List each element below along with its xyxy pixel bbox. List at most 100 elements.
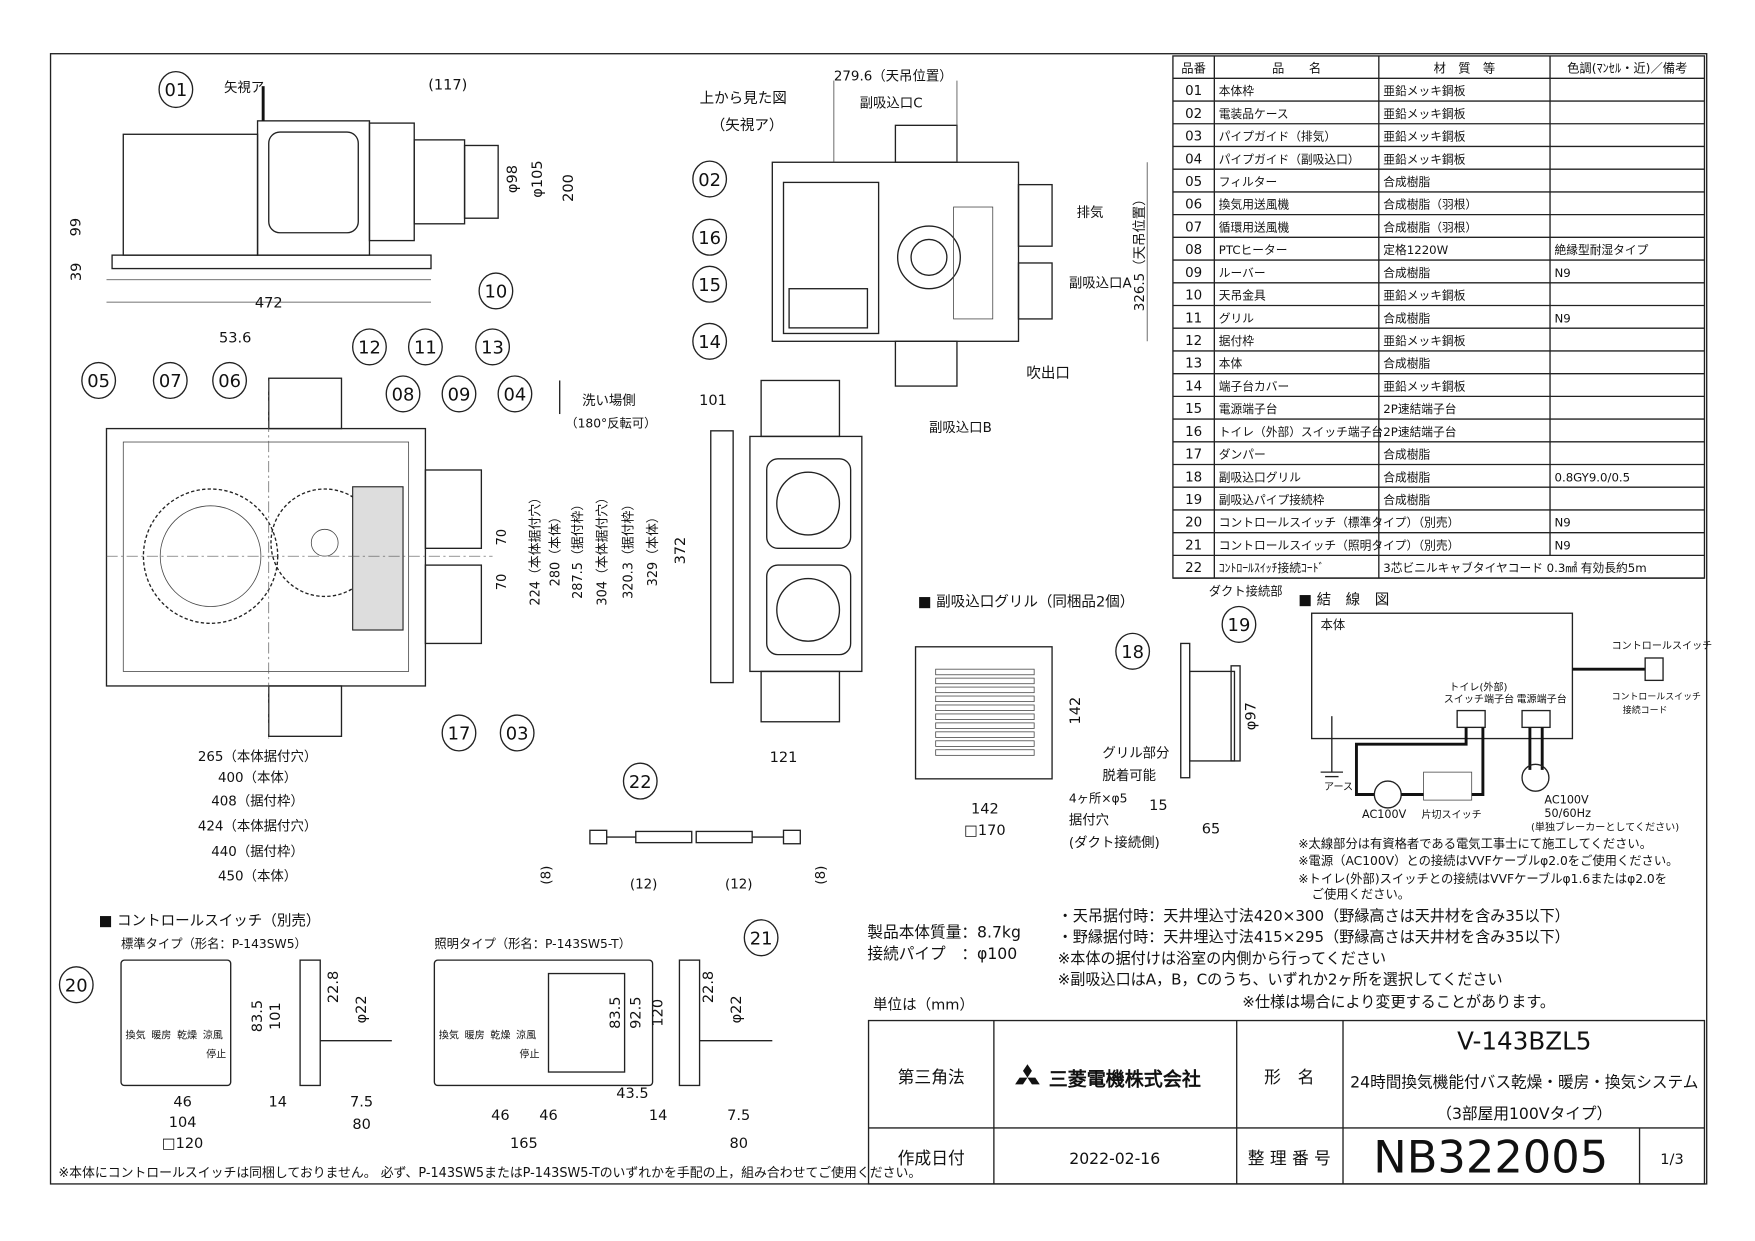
annotation-text: 吹出口 [1026,365,1070,382]
wiring-label: トイレ(外部) [1449,680,1507,693]
callout-bubble [497,375,533,413]
annotation-text: （矢視ア） [711,117,784,134]
dimension: 39 [69,263,85,281]
control-switch-title: ■ コントロールスイッチ（別売） [99,912,321,929]
switch-button-label: 停止 [519,1047,539,1060]
unit-label: 単位は（mm） [873,996,974,1013]
dimension: 92.5 [628,997,644,1029]
callout-bubble [81,361,117,400]
part-name: 端子台カバー [1219,379,1289,393]
model-number: V-143BZL5 [1457,1027,1591,1056]
part-number: 19 [1185,493,1202,508]
switch-button-label: 涼風 [516,1028,536,1041]
part-number: 11 [1185,311,1202,326]
part-name: 本体 [1219,357,1243,371]
date-value: 2022-02-16 [1069,1149,1160,1168]
switch-button-label: 暖房 [465,1028,485,1041]
dimension: 15 [1149,798,1168,814]
part-name: 換気用送風機 [1219,198,1290,212]
part-name: ダンパー [1219,448,1266,462]
dimension: 43.5 [616,1086,648,1102]
part-material: 2P速結端子台 [1383,402,1456,416]
wiring-note: ※太線部分は有資格者である電気工事士にて施工してください。 [1298,836,1652,851]
dimension: 280（本体） [549,510,564,586]
callout-number: 16 [698,228,721,249]
switch-button-label: 停止 [206,1047,226,1060]
dimension: 7.5 [727,1108,750,1124]
annotation-text: ダクト接続部 [1209,583,1283,598]
part-material: 亜鉛メッキ鋼板 [1383,334,1465,348]
title-block [867,1019,1706,1185]
callout-bubble [475,328,511,366]
part-material: 合成樹脂 [1383,357,1430,371]
callout-bubble [407,328,443,366]
part-material: 合成樹脂（羽根） [1383,198,1477,212]
annotation-text: 据付穴 [1069,813,1109,829]
annotation-text: 脱着可能 [1102,767,1156,784]
dimension: 400（本体） [218,770,297,786]
callout-bubble [692,218,728,256]
annotation-text: 副吸込口B [929,420,992,436]
model-label: 形 名 [1264,1067,1314,1087]
dimension: 70 [495,529,510,545]
callout-number: 09 [448,385,471,406]
dimension: 46 [173,1095,192,1111]
part-material: 亜鉛メッキ鋼板 [1383,107,1465,121]
callout-number: 14 [698,332,721,353]
part-name: 循環用送風機 [1219,220,1290,234]
table-header: 色調(ﾏﾝｾﾙ・近)／備考 [1567,61,1687,76]
part-material: 合成樹脂 [1383,175,1430,189]
callout-number: 06 [218,371,241,392]
callout-number: 12 [358,338,381,359]
dimension: □120 [162,1136,203,1152]
annotation-text: 副吸込口A [1069,276,1133,292]
part-material: 亜鉛メッキ鋼板 [1383,152,1465,166]
callout-number: 04 [504,385,527,406]
product-description: 24時間換気機能付バス乾燥・暖房・換気システム [1350,1073,1698,1092]
wiring-note: ※電源（AC100V）との接続はVVFケーブルφ2.0をご使用ください。 [1298,853,1678,868]
callout-number: 20 [65,975,88,996]
callout-bubble [692,322,728,360]
dimension: 450（本体） [218,869,297,885]
part-material: 亜鉛メッキ鋼板 [1383,379,1465,393]
annotation-text: （180°反転可） [565,416,656,430]
part-number: 22 [1185,561,1202,576]
parts-table [1172,55,1706,579]
callout-number: 11 [414,338,437,359]
control-switch-lighting [433,959,773,1087]
callout-bubble [1221,605,1257,643]
callout-bubble [58,966,94,1004]
part-name: トイレ（外部）スイッチ端子台 [1219,425,1383,439]
part-material: 3芯ビニルキャブタイヤコード 0.3㎟ 有効長約5m [1383,561,1646,575]
part-name: グリル [1219,311,1254,325]
ac-source-icon [1521,763,1550,792]
annotation-text: 排気 [1077,205,1104,221]
part-number: 03 [1185,130,1202,145]
dimension: 372 [673,537,689,565]
part-number: 05 [1185,175,1202,190]
drawing-number-label: 整 理 番 号 [1248,1148,1331,1168]
part-number: 13 [1185,357,1202,372]
callout-bubble [158,70,194,109]
dimension: (8) [540,866,555,885]
part-name: ルーバー [1219,266,1266,280]
part-name: 据付枠 [1219,334,1254,348]
part-number: 18 [1185,470,1202,485]
annotation-text: 矢視ア [224,80,264,96]
callout-bubble [441,714,477,752]
part-name: 天吊金具 [1219,289,1266,303]
switch-button-label: 涼風 [203,1028,223,1041]
dimension: 279.6（天吊位置） [834,69,953,85]
annotation-text: グリル部分 [1102,746,1169,762]
switch-button-label: 乾燥 [177,1028,197,1041]
plan-view [105,377,561,739]
sheet-number: 1/3 [1660,1152,1683,1168]
wiring-label: アース [1324,782,1353,793]
dimension: 424（本体据付穴） [198,818,317,834]
part-name: パイプガイド（排気） [1219,130,1336,144]
dimension: 99 [69,218,85,237]
dimension: 440（据付枠） [211,844,304,860]
wiring-label: 本体 [1321,618,1346,632]
part-name: フィルター [1219,175,1277,189]
dimension: 165 [510,1136,538,1152]
